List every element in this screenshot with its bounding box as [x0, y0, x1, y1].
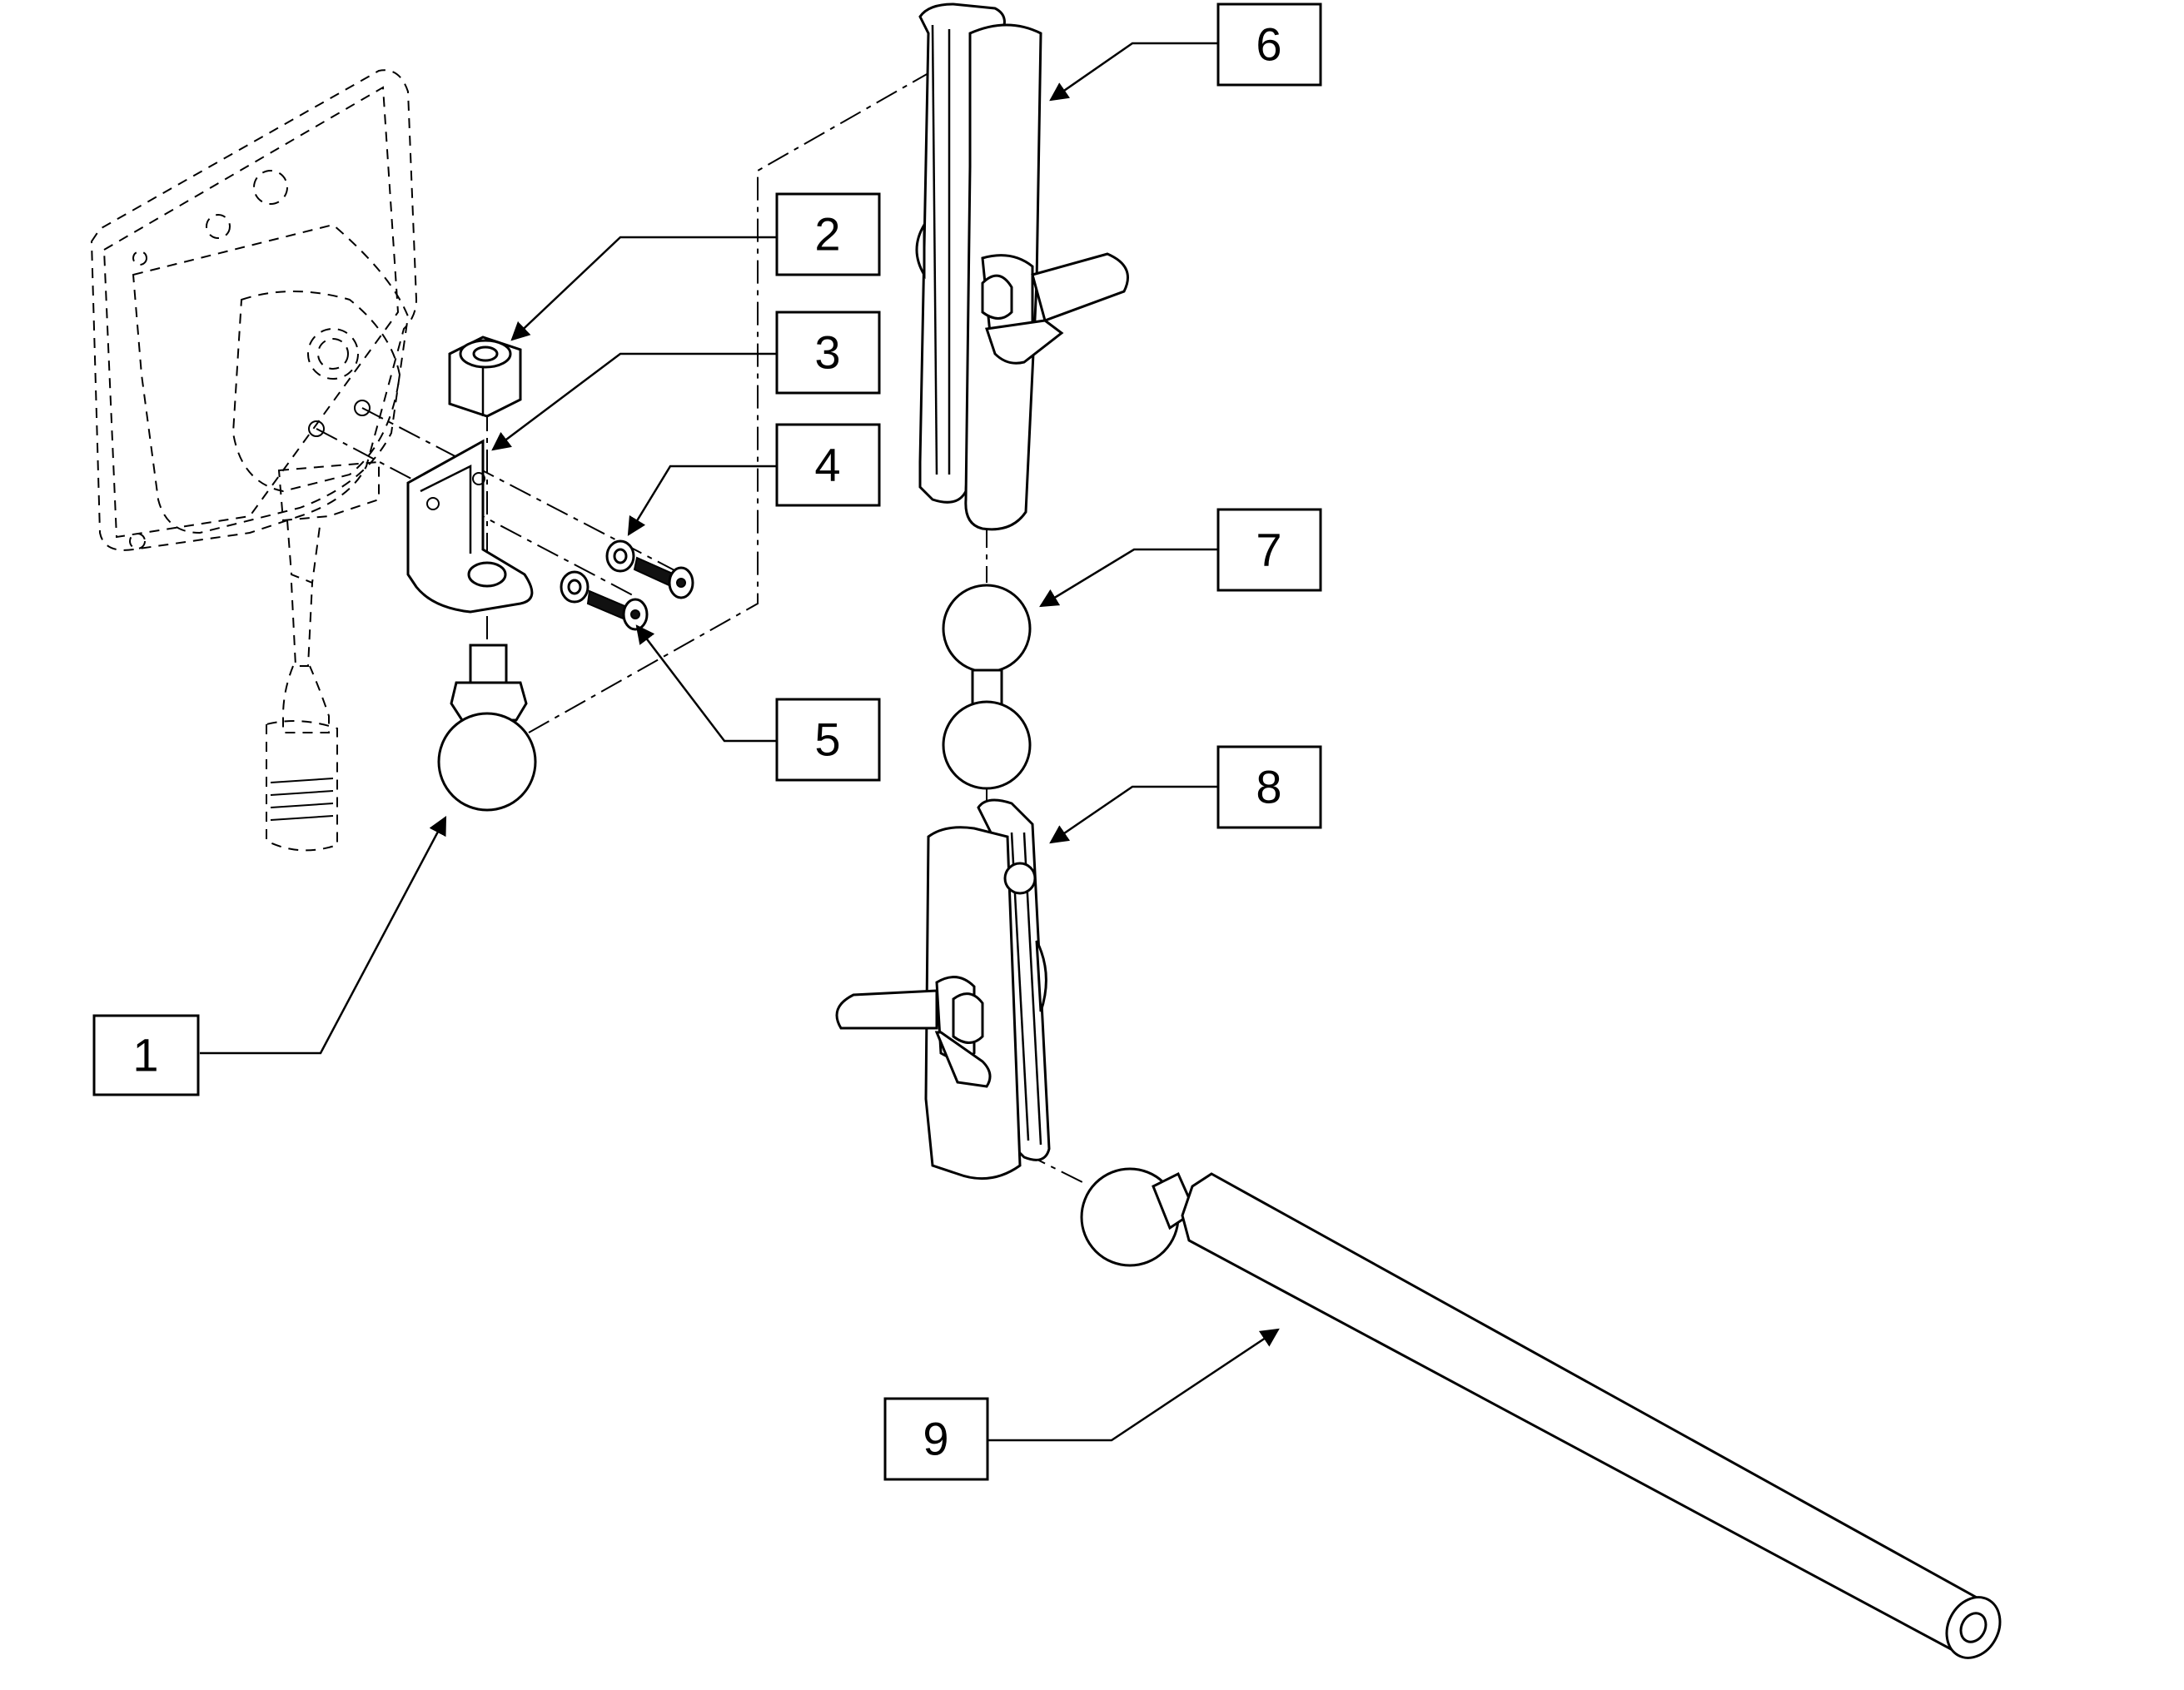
rod-with-ball-icon	[1080, 1167, 2002, 1659]
callout-1: 1	[92, 1014, 200, 1096]
ball-mount-icon	[437, 644, 537, 812]
callout-label: 7	[1256, 524, 1281, 576]
callout-5: 5	[775, 698, 881, 782]
callout-label: 2	[814, 208, 840, 261]
callout-label: 3	[814, 326, 840, 379]
callout-7: 7	[1216, 508, 1322, 592]
hex-nut-icon	[448, 336, 522, 418]
callout-label: 1	[132, 1029, 158, 1081]
callout-8: 8	[1216, 745, 1322, 829]
callout-9: 9	[883, 1397, 989, 1481]
leader-lines	[200, 42, 1280, 1442]
socket-arm-icon	[915, 2, 1129, 531]
callout-label: 6	[1256, 18, 1281, 71]
screw-icon	[586, 556, 694, 631]
callout-2: 2	[775, 192, 881, 276]
callout-label: 9	[923, 1413, 948, 1465]
washer-icon	[560, 539, 635, 604]
callout-3: 3	[775, 311, 881, 395]
socket-arm-icon	[835, 798, 1051, 1181]
display-unit-icon	[90, 69, 418, 852]
l-bracket-icon	[406, 439, 534, 614]
callout-4: 4	[775, 423, 881, 507]
double-ball-adapter-icon	[942, 584, 1032, 790]
callout-label: 4	[814, 439, 840, 491]
callout-label: 8	[1256, 761, 1281, 813]
callout-6: 6	[1216, 2, 1322, 87]
callout-label: 5	[814, 713, 840, 766]
